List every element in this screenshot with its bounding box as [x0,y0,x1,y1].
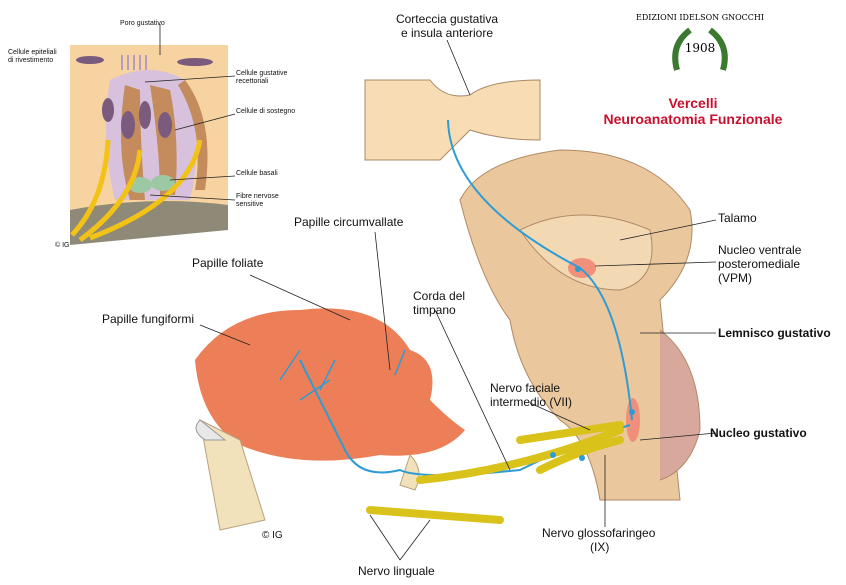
label-corda-2: timpano [413,303,456,317]
label-glossofaringeo-1: Nervo glossofaringeo [542,526,656,540]
label-cellule-epiteliali-2: di rivestimento [8,57,54,64]
cortex-shape [364,79,541,161]
book-title: Neuroanatomia Funzionale [603,111,783,127]
svg-text:EDIZIONI IDELSON GNOCCHI: EDIZIONI IDELSON GNOCCHI [636,13,764,22]
taste-bud-inset [70,45,228,245]
main-copyright: © IG [262,530,283,541]
label-cellule-sostegno: Cellule di sostegno [236,108,296,115]
label-faciale-2: intermedio (VII) [490,395,573,409]
label-fibre-2: sensitive [236,201,264,208]
label-cellule-gustative-1: Cellule gustative [236,70,288,77]
label-papille-foliate: Papille foliate [192,256,264,270]
label-vpm-2: posteromediale [718,257,801,271]
label-papille-circumvallate: Papille circumvallate [294,215,404,229]
label-fibre-1: Fibre nervose [236,193,279,200]
nerve-bundles [366,421,624,524]
label-faciale-1: Nervo faciale [490,381,561,395]
author-name: Vercelli [668,95,718,111]
label-nucleo-gustativo: Nucleo gustativo [710,426,807,440]
leader-lines [144,24,717,561]
label-lemnisco: Lemnisco gustativo [718,326,831,340]
label-vpm-1: Nucleo ventrale [718,243,802,257]
label-corteccia-2: e insula anteriore [400,26,494,40]
label-papille-fungiformi: Papille fungiformi [102,312,195,326]
inset-copyright: © IG [55,242,70,249]
label-corteccia-1: Corteccia gustativa [395,12,499,26]
label-cellule-basali: Cellule basali [236,170,278,177]
svg-text:1908: 1908 [685,41,716,55]
label-poro-gustativo: Poro gustativo [120,20,165,27]
publisher-logo: 1908 EDIZIONI IDELSON GNOCCHI [636,13,764,71]
label-glossofaringeo-2: (IX) [590,540,610,554]
label-vpm-3: (VPM) [718,271,752,285]
label-talamo: Talamo [718,211,757,225]
label-cellule-gustative-2: recettoriali [236,78,269,85]
label-cellule-epiteliali-1: Cellule epiteliali [8,49,57,56]
label-corda-1: Corda del [413,289,466,303]
tongue [195,308,465,461]
label-nervo-linguale: Nervo linguale [358,564,435,578]
